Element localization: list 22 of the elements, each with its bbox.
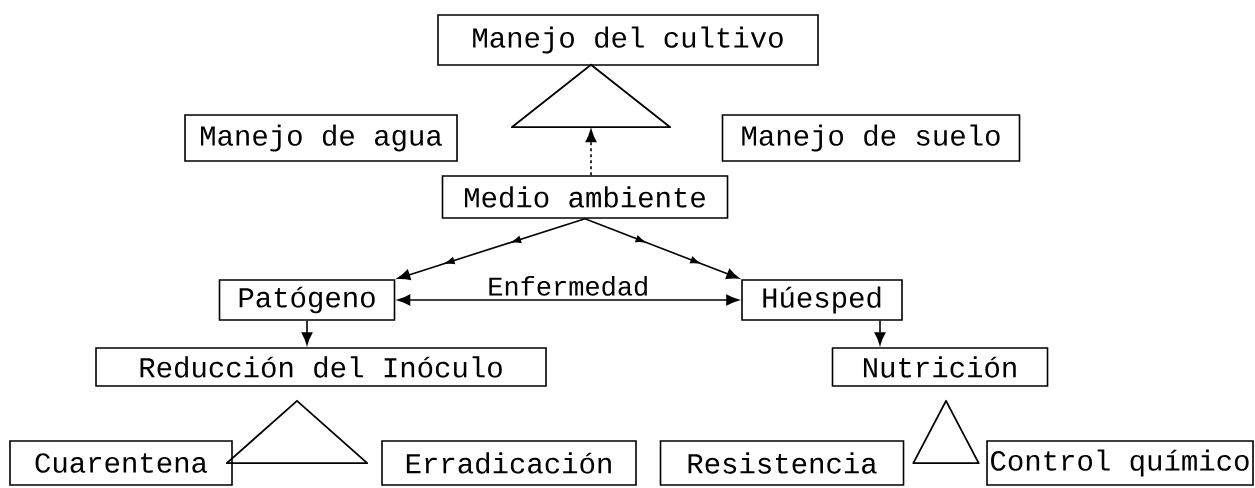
arrow bbox=[874, 320, 886, 345]
arrow bbox=[397, 294, 739, 306]
term-box: Cuarentena bbox=[9, 440, 233, 486]
arrow bbox=[301, 320, 313, 345]
triangle-symbol bbox=[225, 399, 369, 465]
arrow bbox=[584, 218, 740, 280]
term-box: Manejo de agua bbox=[184, 114, 458, 162]
triangle-symbol bbox=[510, 63, 672, 129]
term-box: Medio ambiente bbox=[441, 175, 729, 219]
term-box: Patógeno bbox=[218, 279, 396, 321]
arrow bbox=[585, 129, 597, 176]
term-box: Erradicación bbox=[381, 440, 637, 486]
term-box: Nutrición bbox=[831, 347, 1049, 387]
edge-label: Enfermedad bbox=[489, 275, 647, 296]
arrow bbox=[397, 218, 586, 281]
term-box: Resistencia bbox=[659, 440, 905, 486]
term-box: Manejo de suelo bbox=[721, 114, 1021, 162]
term-box: Control químico bbox=[986, 440, 1254, 486]
term-box: Manejo del cultivo bbox=[437, 14, 819, 66]
term-box: Húesped bbox=[741, 279, 903, 321]
triangle-symbol bbox=[912, 399, 980, 465]
term-box: Reducción del Inóculo bbox=[95, 347, 547, 387]
